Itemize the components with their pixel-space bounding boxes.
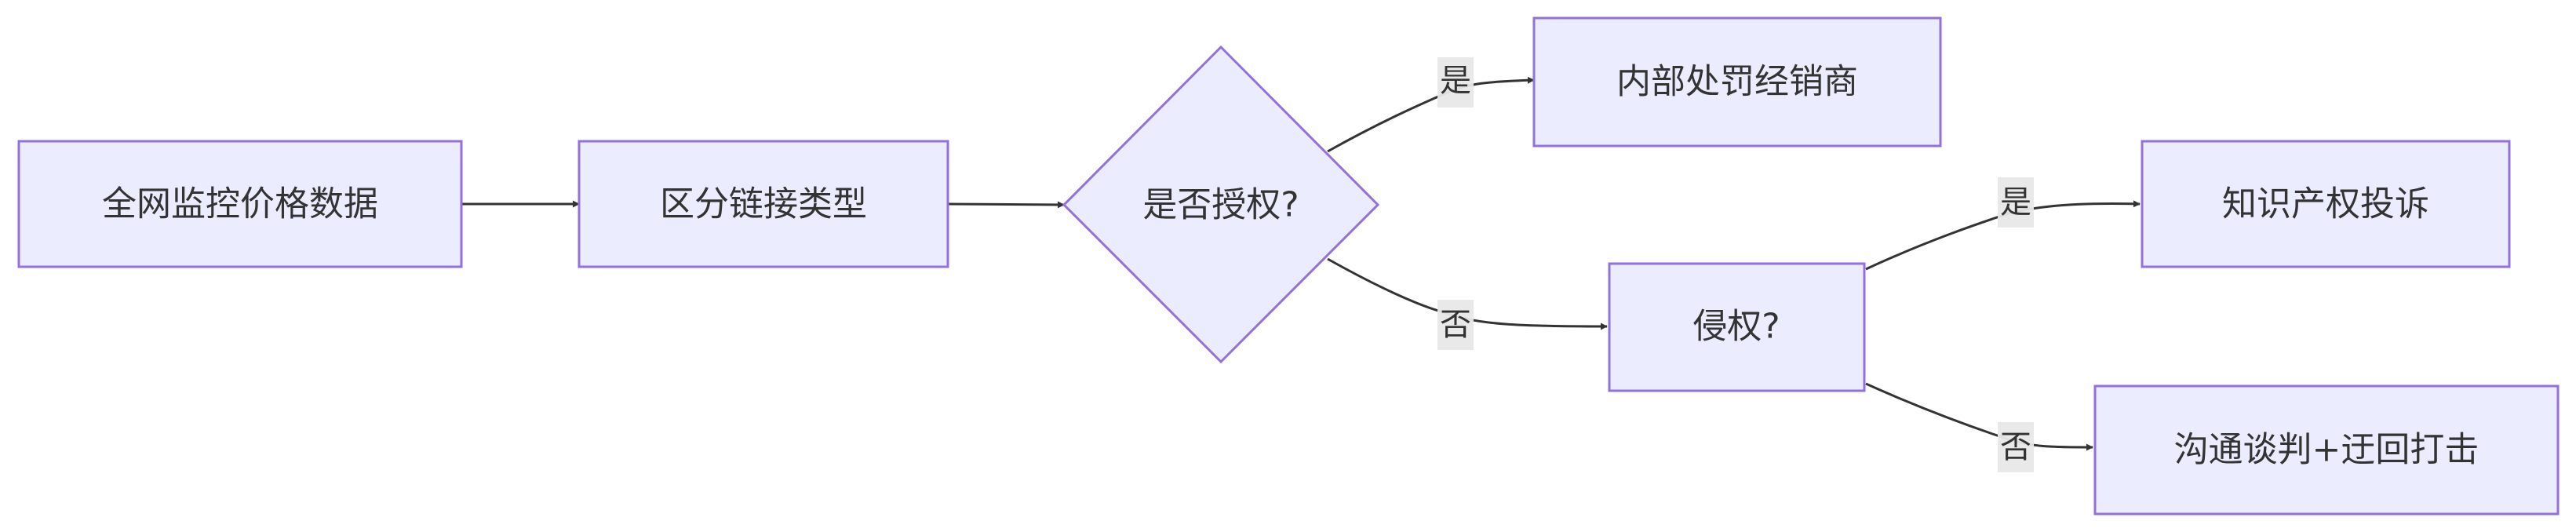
nodes-layer: 全网监控价格数据 区分链接类型 是否授权? 内部处罚经销商 侵权? 知识产权投诉… (17, 16, 2560, 516)
svg-text:否: 否 (1440, 307, 1471, 343)
node-ip-complaint: 知识产权投诉 (2141, 140, 2511, 268)
svg-text:知识产权投诉: 知识产权投诉 (2222, 184, 2429, 224)
svg-text:是否授权?: 是否授权? (1142, 185, 1299, 225)
edge-authorized-to-penalty (1327, 76, 1535, 153)
edge-label-infringe-yes: 是 (1998, 177, 2034, 228)
svg-text:内部处罚经销商: 内部处罚经销商 (1616, 62, 1858, 102)
node-classify-links: 区分链接类型 (578, 140, 949, 268)
edge-labels-layer: 是 否 是 否 (1437, 57, 2034, 472)
node-internal-penalty: 内部处罚经销商 (1532, 16, 1942, 148)
svg-text:是: 是 (1440, 63, 1471, 99)
svg-text:侵权?: 侵权? (1692, 307, 1780, 347)
edge-label-infringe-no: 否 (1998, 422, 2034, 472)
node-infringe-decision: 侵权? (1608, 262, 1866, 392)
svg-text:沟通谈判+迂回打击: 沟通谈判+迂回打击 (2174, 430, 2479, 470)
svg-text:否: 否 (2000, 429, 2031, 465)
edge-classify-to-authorized (947, 201, 1065, 209)
svg-text:全网监控价格数据: 全网监控价格数据 (102, 184, 378, 224)
node-negotiate-counter: 沟通谈判+迂回打击 (2093, 384, 2560, 516)
node-monitor-price-data: 全网监控价格数据 (17, 140, 463, 268)
svg-text:是: 是 (2000, 184, 2031, 220)
edge-label-authorized-no: 否 (1437, 300, 1474, 350)
node-authorized-decision: 是否授权? (1062, 45, 1380, 364)
edge-label-authorized-yes: 是 (1437, 57, 1474, 107)
svg-text:区分链接类型: 区分链接类型 (660, 184, 867, 224)
edge-infringe-to-negotiate (1865, 382, 2093, 451)
